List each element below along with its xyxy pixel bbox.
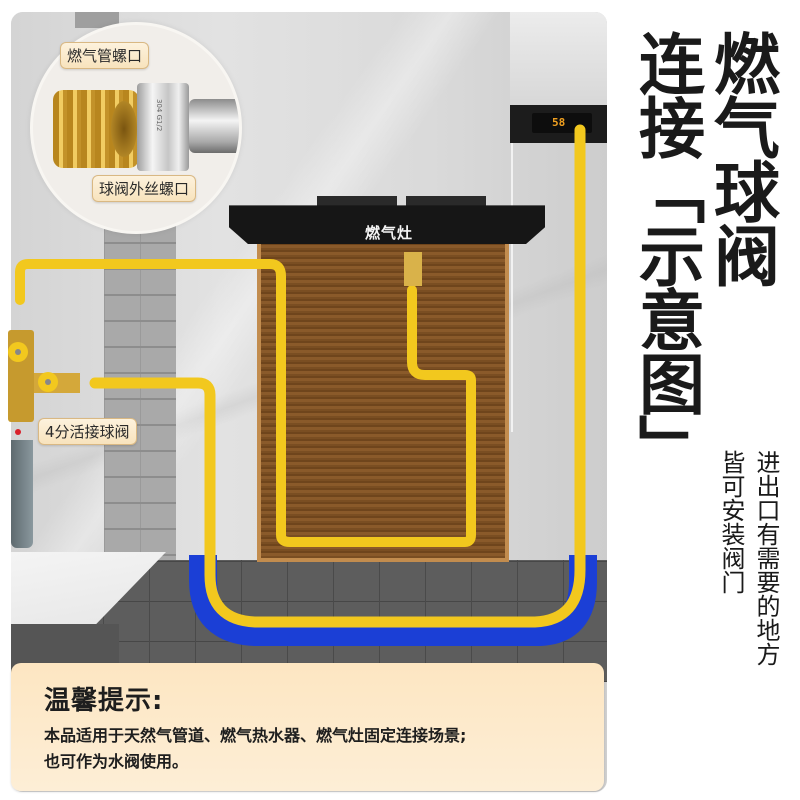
- notice-body: 本品适用于天然气管道、燃气热水器、燃气灶固定连接场景; 也可作为水阀使用。: [44, 723, 466, 775]
- stove-label: 燃气灶: [365, 224, 414, 242]
- notice-box: 温馨提示: 本品适用于天然气管道、燃气热水器、燃气灶固定连接场景; 也可作为水阀…: [11, 663, 604, 791]
- stove-fitting: [404, 252, 422, 286]
- steel-hose-end: [189, 99, 239, 153]
- gas-hose-heater: [89, 124, 586, 628]
- subtitle-line2: 皆可安装阀门: [717, 450, 745, 594]
- notice-title: 温馨提示:: [44, 686, 164, 716]
- brass-thread-opening: [111, 101, 137, 157]
- subtitle-line1: 进出口有需要的地方: [752, 450, 780, 666]
- floor-conduit: [189, 555, 597, 646]
- burner-grate-right: [406, 196, 486, 208]
- notice-line-1: 本品适用于天然气管道、燃气热水器、燃气灶固定连接场景;: [44, 726, 467, 745]
- water-heater: 58: [510, 12, 607, 143]
- steel-hose-nut: [137, 83, 189, 171]
- callout-gas-pipe-thread: 燃气管螺口: [60, 42, 150, 69]
- gas-hose-stove: [15, 259, 476, 547]
- callout-ball-valve-thread: 球阀外丝螺口: [92, 175, 197, 202]
- title-product: 燃气球阀: [703, 30, 780, 286]
- gas-stove: [229, 205, 545, 244]
- gas-meter-tank: [11, 440, 33, 548]
- callout-union-ball-valve: 4分活接球阀: [38, 418, 137, 445]
- brick-column-top: [75, 12, 119, 28]
- burner-grate-left: [317, 196, 397, 208]
- hose-marking: 304 G1/2: [155, 99, 163, 132]
- title-diagram: 连接「示意图」: [628, 30, 705, 478]
- notice-line-2: 也可作为水阀使用。: [44, 752, 189, 771]
- heater-temperature: 58: [552, 116, 566, 129]
- red-indicator: [15, 429, 21, 435]
